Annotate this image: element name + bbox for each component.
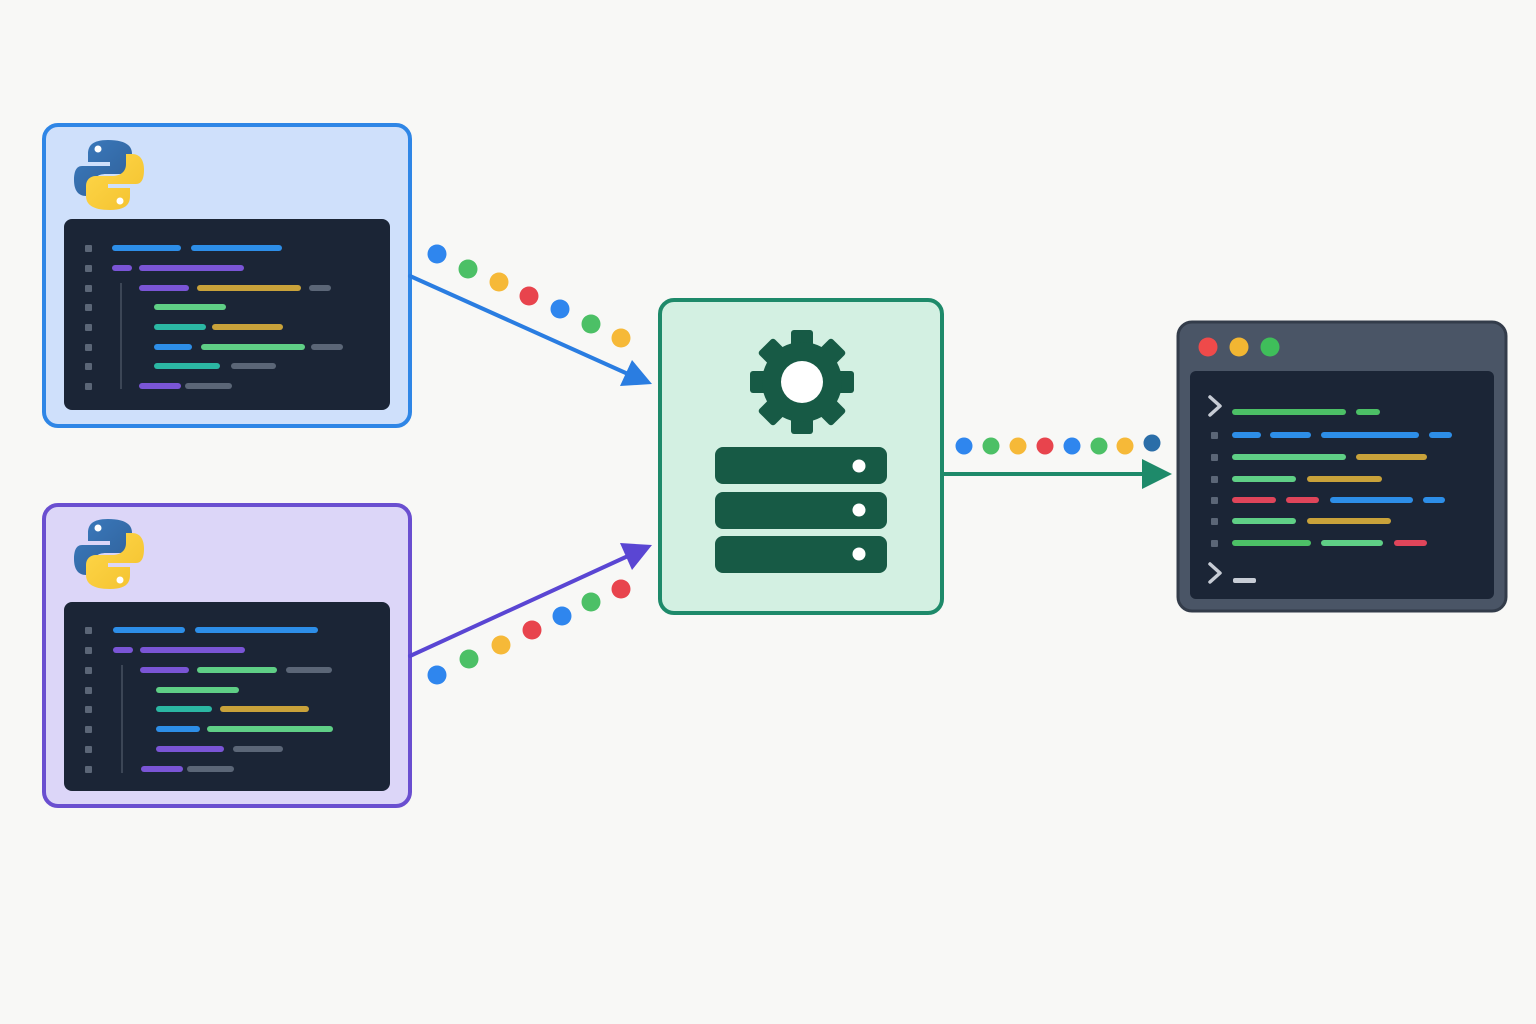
- close-dot: [1198, 337, 1218, 357]
- minimize-dot: [1229, 337, 1249, 357]
- arrow-purple-to-hub: [408, 543, 652, 658]
- gear-icon: [750, 330, 854, 434]
- indent-guide: [120, 283, 122, 389]
- terminal-gutter: [1211, 432, 1218, 547]
- python-logo-icon: [74, 140, 144, 210]
- source-card-blue: [42, 123, 412, 428]
- processing-hub: [658, 298, 944, 615]
- code-lines: [112, 245, 343, 389]
- line-gutter: [85, 627, 92, 773]
- data-dots-lower: [427, 579, 631, 685]
- data-dots-upper: [427, 244, 631, 348]
- code-panel: [64, 219, 390, 410]
- line-gutter: [85, 245, 92, 390]
- source-card-purple: [42, 503, 412, 808]
- arrow-blue-to-hub: [408, 274, 652, 386]
- terminal-screen: [1190, 371, 1494, 599]
- indent-guide: [121, 665, 123, 773]
- code-panel: [64, 602, 390, 791]
- server-stack-icon: [715, 447, 887, 573]
- window-controls: [1198, 337, 1280, 357]
- chevron-right-icon: [1208, 562, 1222, 584]
- server-unit: [715, 447, 887, 484]
- python-logo-icon: [74, 519, 144, 589]
- cursor-underscore: [1233, 578, 1256, 583]
- terminal-output-lines: [1232, 409, 1452, 546]
- maximize-dot: [1260, 337, 1280, 357]
- data-dots-output: [955, 434, 1161, 455]
- terminal-window: [1176, 320, 1508, 613]
- chevron-right-icon: [1208, 395, 1222, 417]
- arrow-hub-to-terminal: [942, 459, 1172, 489]
- server-unit: [715, 536, 887, 573]
- server-unit: [715, 492, 887, 529]
- code-lines: [113, 627, 333, 772]
